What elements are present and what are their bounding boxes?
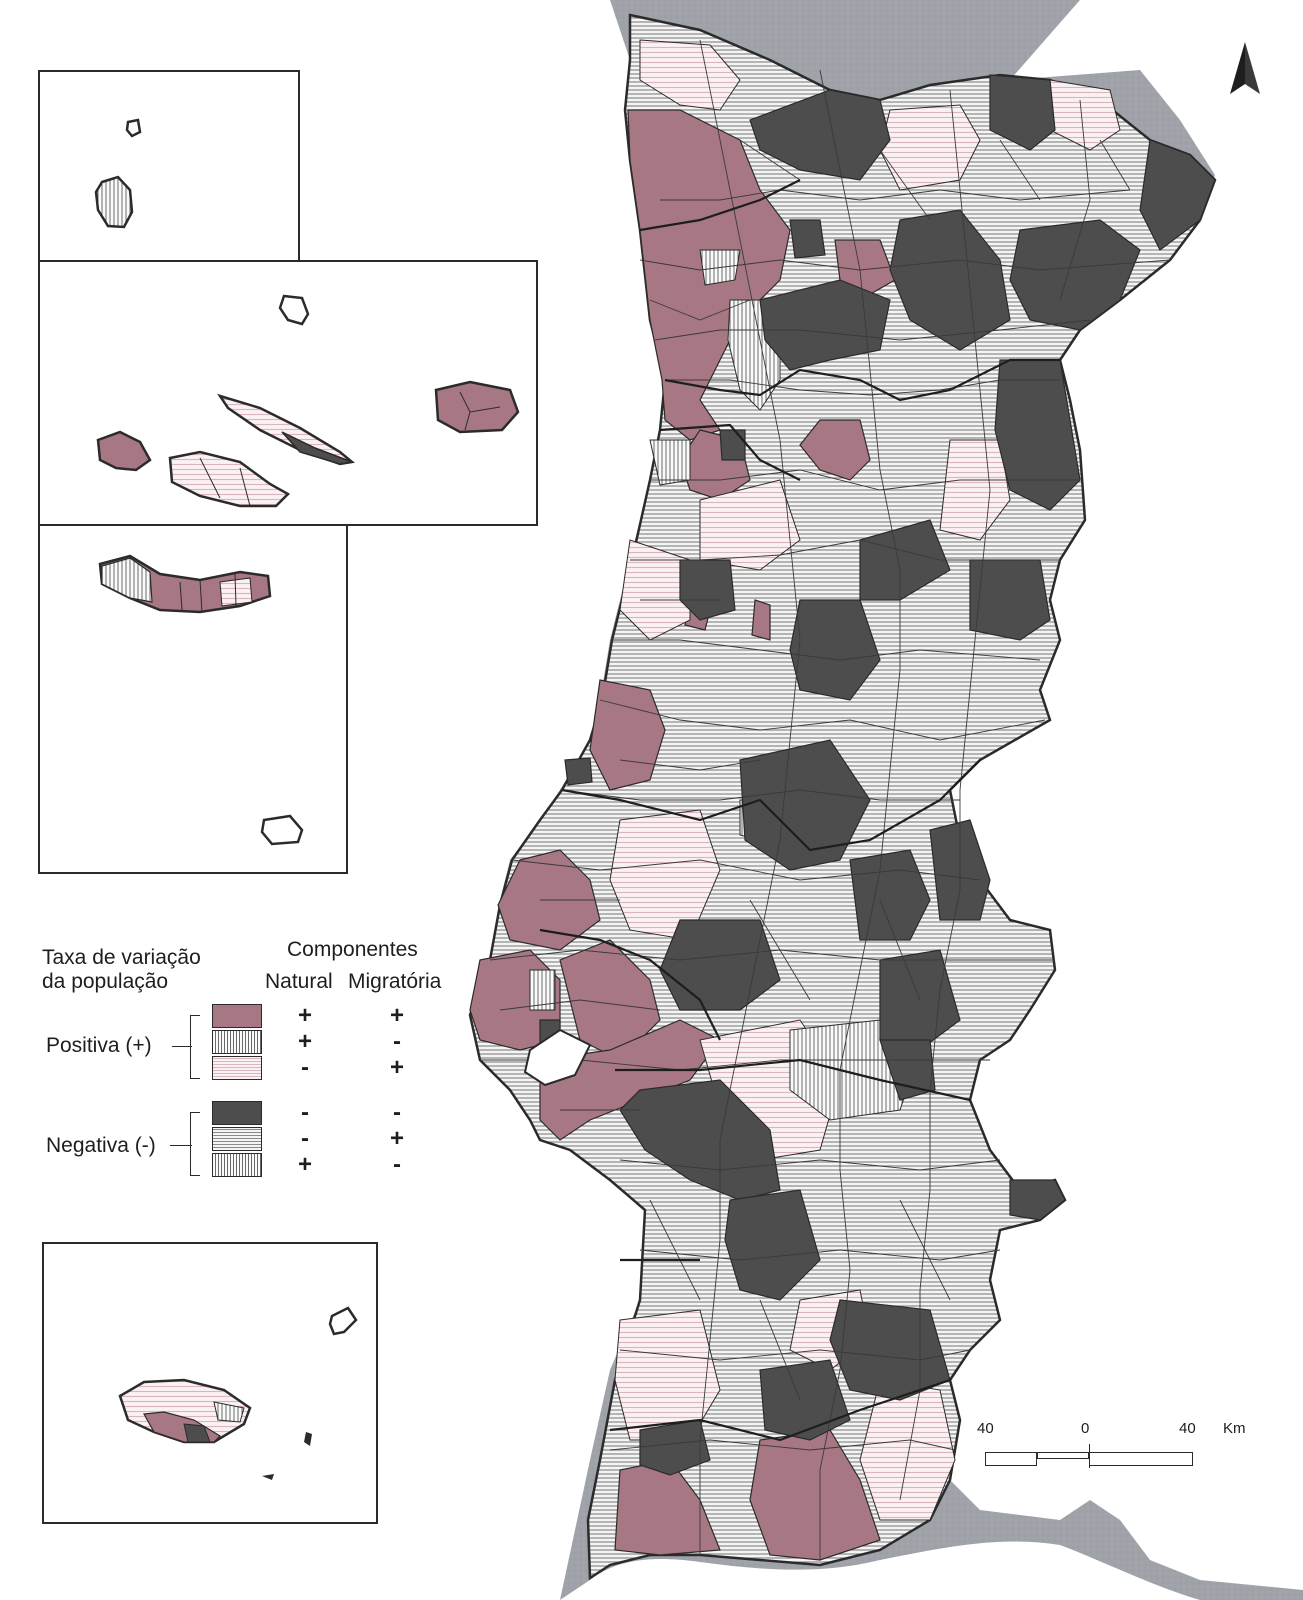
spain-land	[950, 0, 1303, 1590]
migratory-sign: -	[393, 1028, 401, 1055]
legend-migratory-header: Migratória	[348, 970, 442, 993]
legend-swatch-positive-both	[212, 1004, 262, 1028]
porto-santo-island	[328, 1306, 358, 1336]
migratory-sign: -	[393, 1099, 401, 1126]
district-boundaries	[539, 179, 1060, 1442]
scale-label-left: 40	[977, 1420, 994, 1437]
legend-components-header: Componentes	[287, 938, 418, 961]
flores-island	[94, 175, 134, 229]
natural-sign: +	[297, 1028, 312, 1055]
legend-swatch-positive-natural	[212, 1030, 262, 1054]
legend-natural-header: Natural	[265, 970, 333, 993]
santa-maria-island	[260, 814, 304, 846]
map-legend: Taxa de variação da população Componente…	[30, 938, 500, 1205]
natural-positive-regions	[529, 249, 911, 1121]
legend-negative-label: Negativa (-)	[46, 1134, 156, 1157]
positive-bracket	[190, 1015, 200, 1079]
inset-central-group	[38, 260, 538, 526]
desertas-islet	[304, 1432, 312, 1446]
legend-title-line1: Taxa de variação	[42, 946, 201, 969]
migratory-sign: +	[389, 1002, 404, 1029]
legend-swatch-negative-both	[212, 1101, 262, 1125]
scale-bar: 40 0 40 Km	[977, 1420, 1275, 1480]
natural-sign: -	[301, 1125, 309, 1152]
scale-unit: Km	[1223, 1420, 1246, 1437]
faial-island	[96, 430, 152, 472]
migratory-sign: +	[389, 1125, 404, 1152]
positive-both-regions	[469, 109, 896, 1561]
inset-flores-corvo	[38, 70, 300, 262]
tagus-estuary	[523, 1028, 592, 1087]
municipal-boundaries	[480, 39, 1171, 1560]
legend-swatch-negative-migratory	[212, 1127, 262, 1151]
natural-sign: +	[297, 1002, 312, 1029]
natural-sign: +	[297, 1151, 312, 1178]
corvo-island	[125, 118, 142, 138]
inset-eastern-group	[38, 524, 348, 874]
negative-bracket	[190, 1112, 200, 1176]
terceira-island	[434, 380, 520, 434]
pico-island	[168, 450, 291, 508]
graciosa-island	[278, 294, 310, 326]
natural-sign: -	[301, 1099, 309, 1126]
selvagens-islet	[262, 1474, 274, 1480]
legend-positive-label: Positiva (+)	[46, 1034, 152, 1057]
legend-swatch-negative-natural	[212, 1153, 262, 1177]
legend-title-line2: da população	[42, 970, 169, 993]
natural-sign: -	[301, 1054, 309, 1081]
north-arrow-icon	[1230, 42, 1260, 94]
scale-label-zero: 0	[1081, 1420, 1090, 1437]
migratory-sign: -	[393, 1151, 401, 1178]
scale-label-right: 40	[1179, 1420, 1196, 1437]
migratory-sign: +	[389, 1054, 404, 1081]
inset-madeira	[42, 1242, 378, 1524]
legend-swatch-positive-migratory	[212, 1056, 262, 1080]
